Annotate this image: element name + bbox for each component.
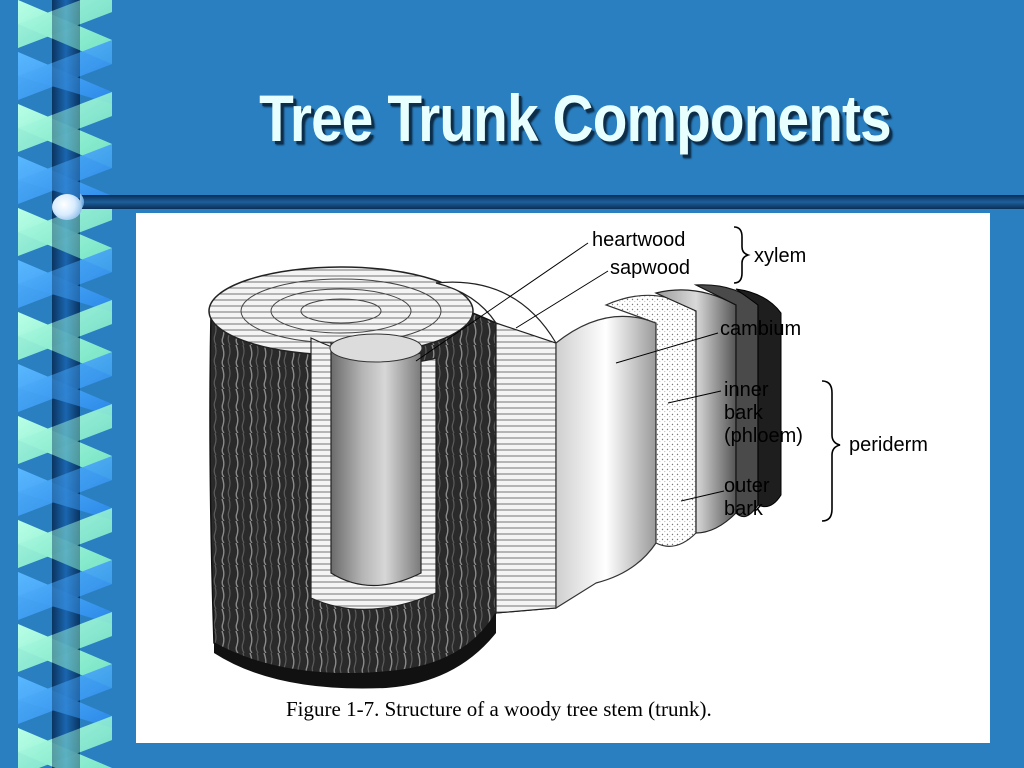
label-outer-bark-line2: bark	[724, 498, 763, 520]
label-heartwood: heartwood	[592, 229, 686, 251]
label-inner-bark-line3: (phloem)	[724, 425, 803, 447]
label-outer-bark-line1: outer	[724, 475, 770, 497]
label-xylem: xylem	[754, 245, 807, 267]
label-periderm: periderm	[849, 434, 928, 456]
label-sapwood: sapwood	[610, 257, 691, 279]
figure-caption: Figure 1-7. Structure of a woody tree st…	[286, 697, 712, 721]
label-inner-bark: inner bark (phloem)	[724, 379, 803, 448]
slide-title: Tree Trunk Components	[259, 81, 892, 155]
label-outer-bark: outer bark	[724, 475, 770, 521]
figure-panel: heartwood sapwood xylem cambium inner ba…	[136, 213, 990, 743]
label-inner-bark-line1: inner	[724, 379, 769, 401]
ribbon-border	[0, 0, 112, 768]
trunk-cross-section-illustration	[208, 226, 841, 689]
rule-knob-icon	[52, 194, 82, 220]
label-cambium: cambium	[720, 318, 802, 340]
label-inner-bark-line2: bark	[724, 402, 763, 424]
